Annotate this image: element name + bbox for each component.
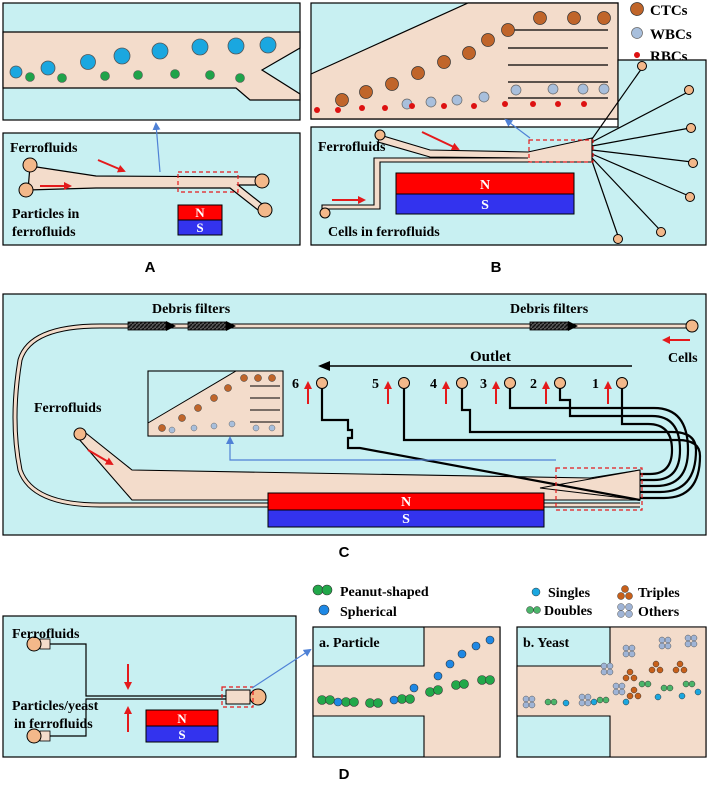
magnet-a-s: S (196, 220, 203, 235)
panel-d-particle-legend: Peanut-shaped Spherical (312, 584, 429, 620)
magnet-d: N S (145, 709, 219, 743)
ferrofluids-arrow-b (421, 131, 460, 151)
b-rbcs (314, 101, 587, 113)
inset-particle-title: a. Particle (319, 636, 380, 651)
outlet-number-6: 6 (292, 377, 299, 392)
panel-b-zoom-inset (310, 2, 619, 120)
singles-icon (531, 587, 541, 597)
magnet-b-s: S (481, 198, 489, 213)
caption-c: C (339, 544, 350, 561)
panel-a: Ferrofluids Particles in ferrofluids N S… (2, 2, 301, 276)
label-debris-right: Debris filters (510, 302, 589, 317)
panel-d-device: Ferrofluids Particles/yeast in ferroflui… (2, 615, 312, 758)
peanut-icon (312, 584, 333, 596)
label-ferrofluids-d: Ferrofluids (12, 627, 80, 642)
legend-doubles: Doubles (544, 604, 593, 619)
debris-filters (127, 321, 578, 331)
zoom-box-c (555, 467, 643, 511)
rbc-icon (634, 52, 640, 58)
ferrofluids-arrow (97, 159, 126, 173)
magnet-c: N S (267, 492, 545, 528)
legend-ctcs: CTCs (650, 3, 688, 19)
panel-d-yeast-legend: Singles Doubles Triples Others (526, 585, 680, 620)
outlet-number-4: 4 (430, 377, 437, 392)
outlet-number-3: 3 (480, 377, 487, 392)
label-ferrofluids-a: Ferrofluids (10, 141, 78, 156)
panel-b-device: Ferrofluids Cells in ferrofluids N S (310, 59, 707, 246)
magnet-a-n: N (195, 205, 205, 220)
caption-a: A (145, 259, 156, 276)
inset-peanut-particles (317, 675, 495, 708)
yeast-clusters (522, 634, 702, 709)
zoom-box (177, 171, 239, 193)
panel-a-zoom-inset (2, 2, 301, 121)
label-ferrofluids-c: Ferrofluids (34, 401, 102, 416)
zoom-arrow-d (251, 648, 312, 689)
label-cells-c: Cells (668, 351, 698, 366)
outlet-numbers: 6 5 4 3 2 1 (292, 377, 599, 392)
caption-b: B (491, 259, 502, 276)
zoom-arrow (152, 122, 161, 173)
ferrofluids-inlet-c (73, 427, 87, 441)
outlet-ports (316, 377, 628, 389)
magnet-b: N S (395, 172, 575, 215)
panel-d-yeast-inset: b. Yeast (516, 626, 707, 758)
cells-inlet (685, 319, 699, 333)
label-ferrofluids-b: Ferrofluids (318, 140, 386, 155)
zoom-box-b (528, 139, 594, 163)
small-green-particles (25, 69, 245, 83)
label-cells-b: Cells in ferrofluids (328, 225, 440, 240)
spherical-icon (318, 604, 330, 616)
magnet-d-s: S (178, 727, 185, 742)
magnet-b-n: N (480, 178, 490, 193)
label-particles-a-2: ferrofluids (12, 225, 76, 240)
panel-c-zoom-inset (147, 370, 284, 437)
panel-b: CTCs WBCs RBCs (310, 2, 707, 276)
legend-triples: Triples (638, 586, 680, 601)
b-ctcs (335, 11, 611, 107)
panel-b-legend: CTCs WBCs RBCs (630, 2, 692, 65)
ferrofluids-arrow-c (87, 449, 114, 466)
outlet-number-5: 5 (372, 377, 379, 392)
b-outlet-channels (508, 29, 608, 99)
zoom-arrow-c (226, 436, 556, 461)
zoom-box-d (221, 686, 254, 708)
legend-peanut: Peanut-shaped (340, 585, 429, 600)
legend-others: Others (638, 605, 680, 620)
serpentine-outlets (320, 388, 702, 502)
inset-yeast-title: b. Yeast (523, 636, 569, 651)
legend-wbcs: WBCs (650, 27, 692, 43)
magnet-d-n: N (177, 711, 187, 726)
zoom-arrow-b (504, 118, 531, 139)
doubles-icon (526, 606, 541, 614)
large-blue-particles (9, 36, 277, 79)
panel-d-particle-inset: a. Particle (312, 626, 501, 758)
label-debris-left: Debris filters (152, 302, 231, 317)
b-outlet-ports (613, 61, 698, 244)
outlet-arrows (304, 381, 612, 404)
outlet-number-1: 1 (592, 377, 599, 392)
label-particles-d-1: Particles/yeast (12, 699, 99, 714)
magnet-c-n: N (401, 495, 411, 510)
magnet-a: N S (177, 204, 223, 236)
magnet-c-s: S (402, 512, 410, 527)
ctc-icon (630, 2, 644, 16)
legend-spherical: Spherical (340, 605, 397, 620)
inset-spherical-particles (333, 635, 495, 707)
b-outlet-lines (591, 67, 693, 237)
caption-d: D (339, 766, 350, 783)
label-particles-a-1: Particles in (12, 207, 79, 222)
b-wbcs (401, 83, 610, 110)
legend-singles: Singles (548, 586, 591, 601)
panel-d: Ferrofluids Particles/yeast in ferroflui… (2, 584, 707, 783)
panel-c: Debris filters Debris filters Cells Ferr… (2, 293, 707, 561)
label-particles-d-2: in ferrofluids (14, 717, 93, 732)
others-icon (617, 603, 633, 618)
triples-icon (617, 585, 633, 600)
wbc-icon (631, 27, 643, 39)
panel-a-device: Ferrofluids Particles in ferrofluids N S (2, 122, 301, 246)
outlet-number-2: 2 (530, 377, 537, 392)
label-outlet: Outlet (470, 349, 511, 365)
